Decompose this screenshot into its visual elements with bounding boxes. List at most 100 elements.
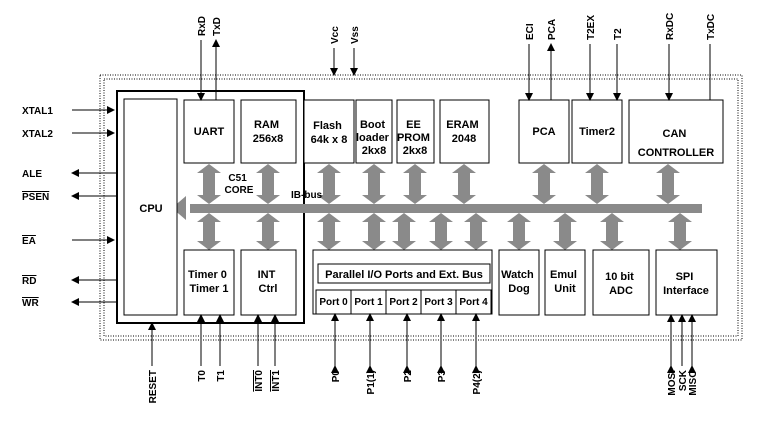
pin-bottom-0: RESET — [148, 370, 159, 403]
int-ctrl-block — [240, 249, 297, 316]
parallel-io-label: Parallel I/O Ports and Ext. Bus — [325, 269, 483, 281]
pin-bottom-6: P1(1) — [366, 370, 377, 394]
pin-bottom-4: INT1 — [271, 370, 282, 392]
bus-connector-top-3 — [362, 164, 386, 204]
pin-bottom-1: T0 — [197, 370, 208, 382]
uart-label: UART — [194, 126, 225, 138]
pin-left-3: PSEN — [22, 192, 49, 203]
bus-connector-top-5 — [452, 164, 476, 204]
bus-connector-top-8 — [656, 164, 680, 204]
bus-label: IB-bus — [291, 190, 323, 201]
pin-left-2: ALE — [22, 169, 42, 180]
watchdog-label: Watch Dog — [501, 269, 537, 295]
bus-arrow-cpu — [172, 196, 186, 220]
bus-connector-top-0 — [197, 164, 221, 204]
timer2-block — [571, 99, 623, 164]
core-label: C51 CORE — [225, 173, 254, 196]
port-label-3: Port 3 — [424, 297, 453, 308]
bus-connector-top-7 — [585, 164, 609, 204]
bus-connector-top-6 — [532, 164, 556, 204]
adc-label: 10 bit ADC — [605, 271, 637, 297]
port-label-2: Port 2 — [389, 297, 418, 308]
bus-connector-bottom-8 — [553, 213, 577, 250]
parallel-io-header — [317, 263, 491, 284]
timer01-label: Timer 0 Timer 1 — [188, 269, 230, 295]
eram-label: ERAM 2048 — [446, 119, 481, 145]
pca-block — [518, 99, 570, 164]
port-label-1: Port 1 — [354, 297, 383, 308]
pca-label: PCA — [532, 126, 555, 138]
pin-left-1: XTAL2 — [22, 129, 53, 140]
pin-left-5: RD — [22, 276, 36, 287]
port-label-4: Port 4 — [459, 297, 488, 308]
pin-top-2: Vcc — [330, 26, 341, 44]
bus-connector-bottom-7 — [507, 213, 531, 250]
watchdog-block — [498, 249, 540, 316]
port-cell-4 — [455, 289, 492, 315]
pin-bottom-12: MISO — [688, 370, 699, 396]
bus-connector-bottom-1 — [256, 213, 280, 250]
pin-top-6: T2EX — [586, 15, 597, 40]
port-cells: Port 0 Port 1 Port 2 Port 3 Port 4 — [315, 289, 492, 315]
pin-top-3: Vss — [350, 26, 361, 44]
bus-connector-bottom-4 — [392, 213, 416, 250]
port-cell-2 — [385, 289, 422, 315]
timer2-label: Timer2 — [579, 126, 615, 138]
pin-bottom-7: P2 — [403, 370, 414, 383]
spi-label: SPI Interface — [663, 271, 709, 297]
bus-connector-top-4 — [403, 164, 427, 204]
uart-block — [183, 99, 235, 164]
pin-bottom-3: INT0 — [254, 370, 265, 392]
eram-block — [439, 99, 490, 164]
bus-connector-bottom-5 — [429, 213, 453, 250]
bus-connector-top-1 — [256, 164, 280, 204]
timer01-block — [183, 249, 235, 316]
pin-labels: RxD TxD Vcc Vss ECI PCA T2EX T2 RxDC TxDC XTAL1XTA… — [22, 13, 717, 404]
eeprom-label: EE PROM 2kx8 — [397, 119, 433, 157]
ram-block — [240, 99, 297, 164]
ib-bus — [190, 204, 702, 213]
bus-connector-bottom-6 — [464, 213, 488, 250]
bus-connector-bottom-0 — [197, 213, 221, 250]
pin-bottom-8: P3 — [437, 370, 448, 383]
chip-outline — [99, 74, 743, 341]
pin-lines — [71, 39, 711, 373]
bootloader-label: Boot loader 2kx8 — [356, 119, 392, 157]
emul-unit-block — [544, 249, 586, 316]
pin-top-9: TxDC — [706, 14, 717, 40]
bus-connector-top-2 — [317, 164, 341, 204]
port-label-0: Port 0 — [319, 297, 348, 308]
bus-connector-bottom-10 — [668, 213, 692, 250]
cpu-block — [123, 98, 178, 316]
can-controller-block — [628, 99, 724, 164]
bus-connectors — [197, 164, 692, 250]
eeprom-block — [396, 99, 435, 164]
pin-top-4: ECI — [525, 23, 536, 40]
pin-bottom-2: T1 — [216, 370, 227, 382]
bootloader-block — [355, 99, 393, 164]
emul-unit-label: Emul Unit — [550, 269, 580, 295]
spi-block — [655, 249, 718, 316]
pin-left-6: WR — [22, 298, 39, 309]
bus-connector-bottom-2 — [317, 213, 341, 250]
flash-label: Flash 64k x 8 — [311, 120, 348, 146]
pin-bottom-10: MOSI — [667, 370, 678, 396]
pin-top-8: RxDC — [665, 13, 676, 40]
pin-top-7: T2 — [613, 28, 624, 40]
int-ctrl-label: INT Ctrl — [258, 269, 279, 295]
bus-connector-bottom-3 — [362, 213, 386, 250]
pin-bottom-5: P0 — [331, 370, 342, 383]
pin-left-0: XTAL1 — [22, 106, 53, 117]
port-cell-1 — [350, 289, 387, 315]
pin-top-1: TxD — [212, 17, 223, 36]
port-cell-0 — [315, 289, 352, 315]
pin-bottom-9: P4(2) — [472, 370, 483, 394]
pin-top-0: RxD — [197, 16, 208, 36]
can-controller-label: CAN CONTROLLER — [638, 128, 714, 159]
cpu-label: CPU — [139, 203, 162, 215]
pin-left-4: EA — [22, 236, 36, 247]
pin-top-5: PCA — [547, 19, 558, 40]
bus-connector-bottom-9 — [600, 213, 624, 250]
ram-label: RAM 256x8 — [253, 119, 284, 145]
